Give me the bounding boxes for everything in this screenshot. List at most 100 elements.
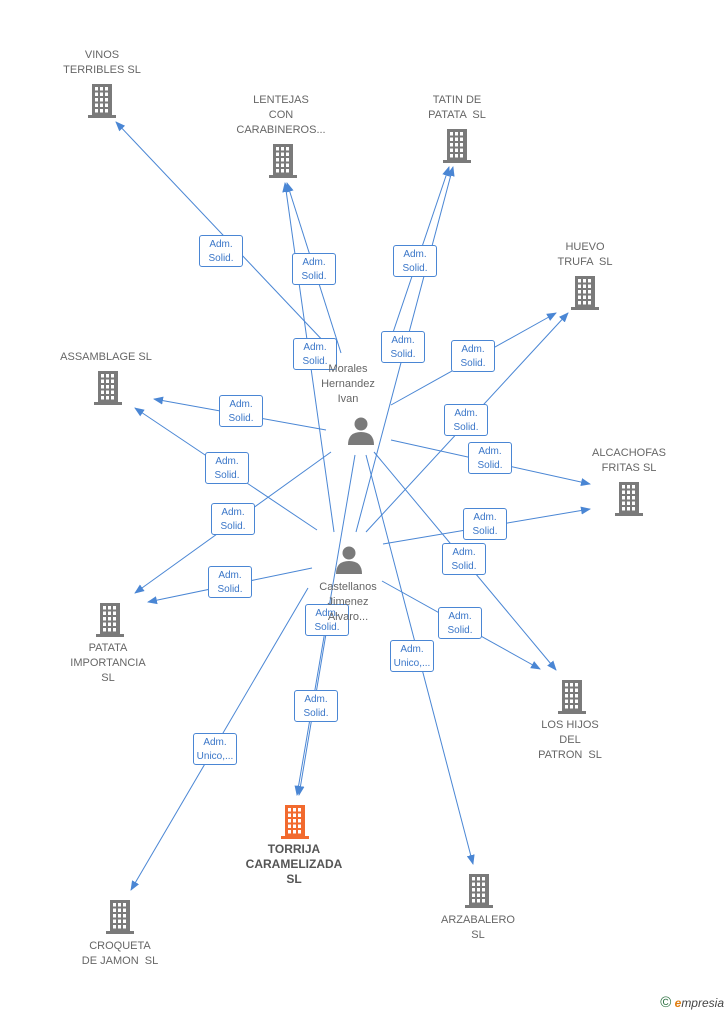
relation-label-p1-c_huevo[interactable]: Adm. Solid. — [451, 340, 495, 372]
relation-label-p2-c_lentejas[interactable]: Adm. Solid. — [292, 253, 336, 285]
building-window — [482, 888, 485, 892]
building-window — [450, 143, 453, 147]
building-window — [288, 824, 291, 828]
building-window — [460, 132, 463, 136]
building-window — [106, 390, 109, 394]
building-window — [632, 496, 635, 500]
company-name-c_patata[interactable]: PATATA IMPORTANCIA SL — [70, 642, 146, 684]
company-name-c_lentejas[interactable]: LENTEJAS CON CARABINEROS... — [236, 94, 326, 136]
relation-label-p2-c_torrija[interactable]: Adm. Solid. — [294, 690, 338, 722]
building-window — [565, 705, 568, 709]
building-window — [103, 611, 106, 615]
building-window — [108, 611, 111, 615]
relation-label-p2-c_tatin[interactable]: Adm. Solid. — [381, 331, 425, 363]
building-window — [575, 694, 578, 698]
building-window — [298, 813, 301, 817]
relation-label-p2-c_alcachofas[interactable]: Adm. Solid. — [463, 508, 507, 540]
building-window — [106, 385, 109, 389]
building-window — [118, 914, 121, 918]
building-window — [281, 169, 284, 173]
relation-edge-p1-c_vinos — [115, 121, 328, 346]
relation-label-p2-c_huevo[interactable]: Adm. Solid. — [444, 404, 488, 436]
company-name-c_croqueta[interactable]: CROQUETA DE JAMON SL — [81, 940, 159, 967]
company-name-c_assamblage[interactable]: ASSAMBLAGE SL — [60, 351, 152, 363]
relation-label-p2-c_hijos[interactable]: Adm. Solid. — [438, 607, 482, 639]
building-window — [570, 705, 573, 709]
building-windows-c_croqueta — [113, 903, 126, 929]
building-window — [103, 617, 106, 621]
building-window — [482, 882, 485, 886]
building-window — [578, 284, 581, 288]
building-window — [472, 877, 475, 881]
relation-label-p2-c_assamblage[interactable]: Adm. Solid. — [205, 452, 249, 484]
relation-label-p1-c_hijos[interactable]: Adm. Solid. — [442, 543, 486, 575]
building-window — [100, 87, 103, 91]
relation-label-p1-c_alcachofas[interactable]: Adm. Solid. — [468, 442, 512, 474]
building-window — [570, 688, 573, 692]
company-name-c_alcachofas[interactable]: ALCACHOFAS FRITAS SL — [592, 447, 666, 474]
relation-label-p1-c_tatin[interactable]: Adm. Solid. — [393, 245, 437, 277]
building-window — [105, 103, 108, 107]
relation-label-p2-c_croqueta[interactable]: Adm. Unico,... — [193, 733, 237, 765]
building-window — [583, 295, 586, 299]
building-window — [460, 143, 463, 147]
person-icon-p2[interactable] — [336, 546, 362, 575]
building-window — [450, 132, 453, 136]
brand-name: mpresia — [681, 996, 724, 1010]
building-window — [281, 147, 284, 151]
building-window — [293, 830, 296, 834]
building-window — [570, 699, 573, 703]
building-window — [276, 169, 279, 173]
company-name-c_hijos[interactable]: LOS HIJOS DEL PATRON SL — [538, 719, 602, 761]
building-window — [118, 908, 121, 912]
person-body — [348, 432, 374, 445]
person-name-p2[interactable]: Castellanos Jimenez Alvaro... — [319, 581, 377, 623]
building-window — [472, 888, 475, 892]
building-window — [477, 899, 480, 903]
building-window — [455, 154, 458, 158]
person-icon-p1[interactable] — [348, 417, 374, 446]
building-window — [472, 899, 475, 903]
building-window — [101, 379, 104, 383]
building-window — [477, 888, 480, 892]
building-window — [286, 147, 289, 151]
building-window — [100, 98, 103, 102]
building-window — [103, 628, 106, 632]
building-windows-c_tatin — [450, 132, 463, 158]
company-name-c_vinos[interactable]: VINOS TERRIBLES SL — [63, 49, 141, 76]
person-name-p1[interactable]: Morales Hernandez Ivan — [321, 363, 375, 405]
relation-label-p1-c_lentejas[interactable]: Adm. Solid. — [293, 338, 337, 370]
building-window — [113, 908, 116, 912]
building-window — [588, 279, 591, 283]
building-window — [627, 501, 630, 505]
company-name-c_huevo[interactable]: HUEVO TRUFA SL — [557, 241, 613, 268]
company-name-c_torrija[interactable]: TORRIJA CARAMELIZADA SL — [245, 842, 343, 886]
building-window — [460, 137, 463, 141]
building-window — [298, 830, 301, 834]
building-window — [105, 92, 108, 96]
relation-label-p1-c_assamblage[interactable]: Adm. Solid. — [219, 395, 263, 427]
building-window — [588, 301, 591, 305]
brand-logo-initial: e — [674, 996, 682, 1010]
relation-label-p2-c_patata[interactable]: Adm. Solid. — [208, 566, 252, 598]
building-windows-c_huevo — [578, 279, 591, 305]
company-name-c_arzabalero[interactable]: ARZABALERO SL — [441, 914, 515, 941]
building-window — [632, 501, 635, 505]
building-window — [298, 819, 301, 823]
relation-label-p1-c_vinos[interactable]: Adm. Solid. — [199, 235, 243, 267]
building-window — [105, 87, 108, 91]
graph-nodes — [88, 84, 643, 934]
building-window — [482, 877, 485, 881]
relation-label-p1-c_arzabalero[interactable]: Adm. Unico,... — [390, 640, 434, 672]
building-window — [276, 152, 279, 156]
building-window — [286, 169, 289, 173]
relation-label-p1-c_torrija[interactable]: Adm. Solid. — [305, 604, 349, 636]
building-window — [575, 705, 578, 709]
building-window — [627, 490, 630, 494]
building-window — [106, 396, 109, 400]
building-window — [622, 490, 625, 494]
building-window — [455, 148, 458, 152]
relation-label-p1-c_patata[interactable]: Adm. Solid. — [211, 503, 255, 535]
company-name-c_tatin[interactable]: TATIN DE PATATA SL — [428, 94, 486, 121]
building-window — [100, 109, 103, 113]
